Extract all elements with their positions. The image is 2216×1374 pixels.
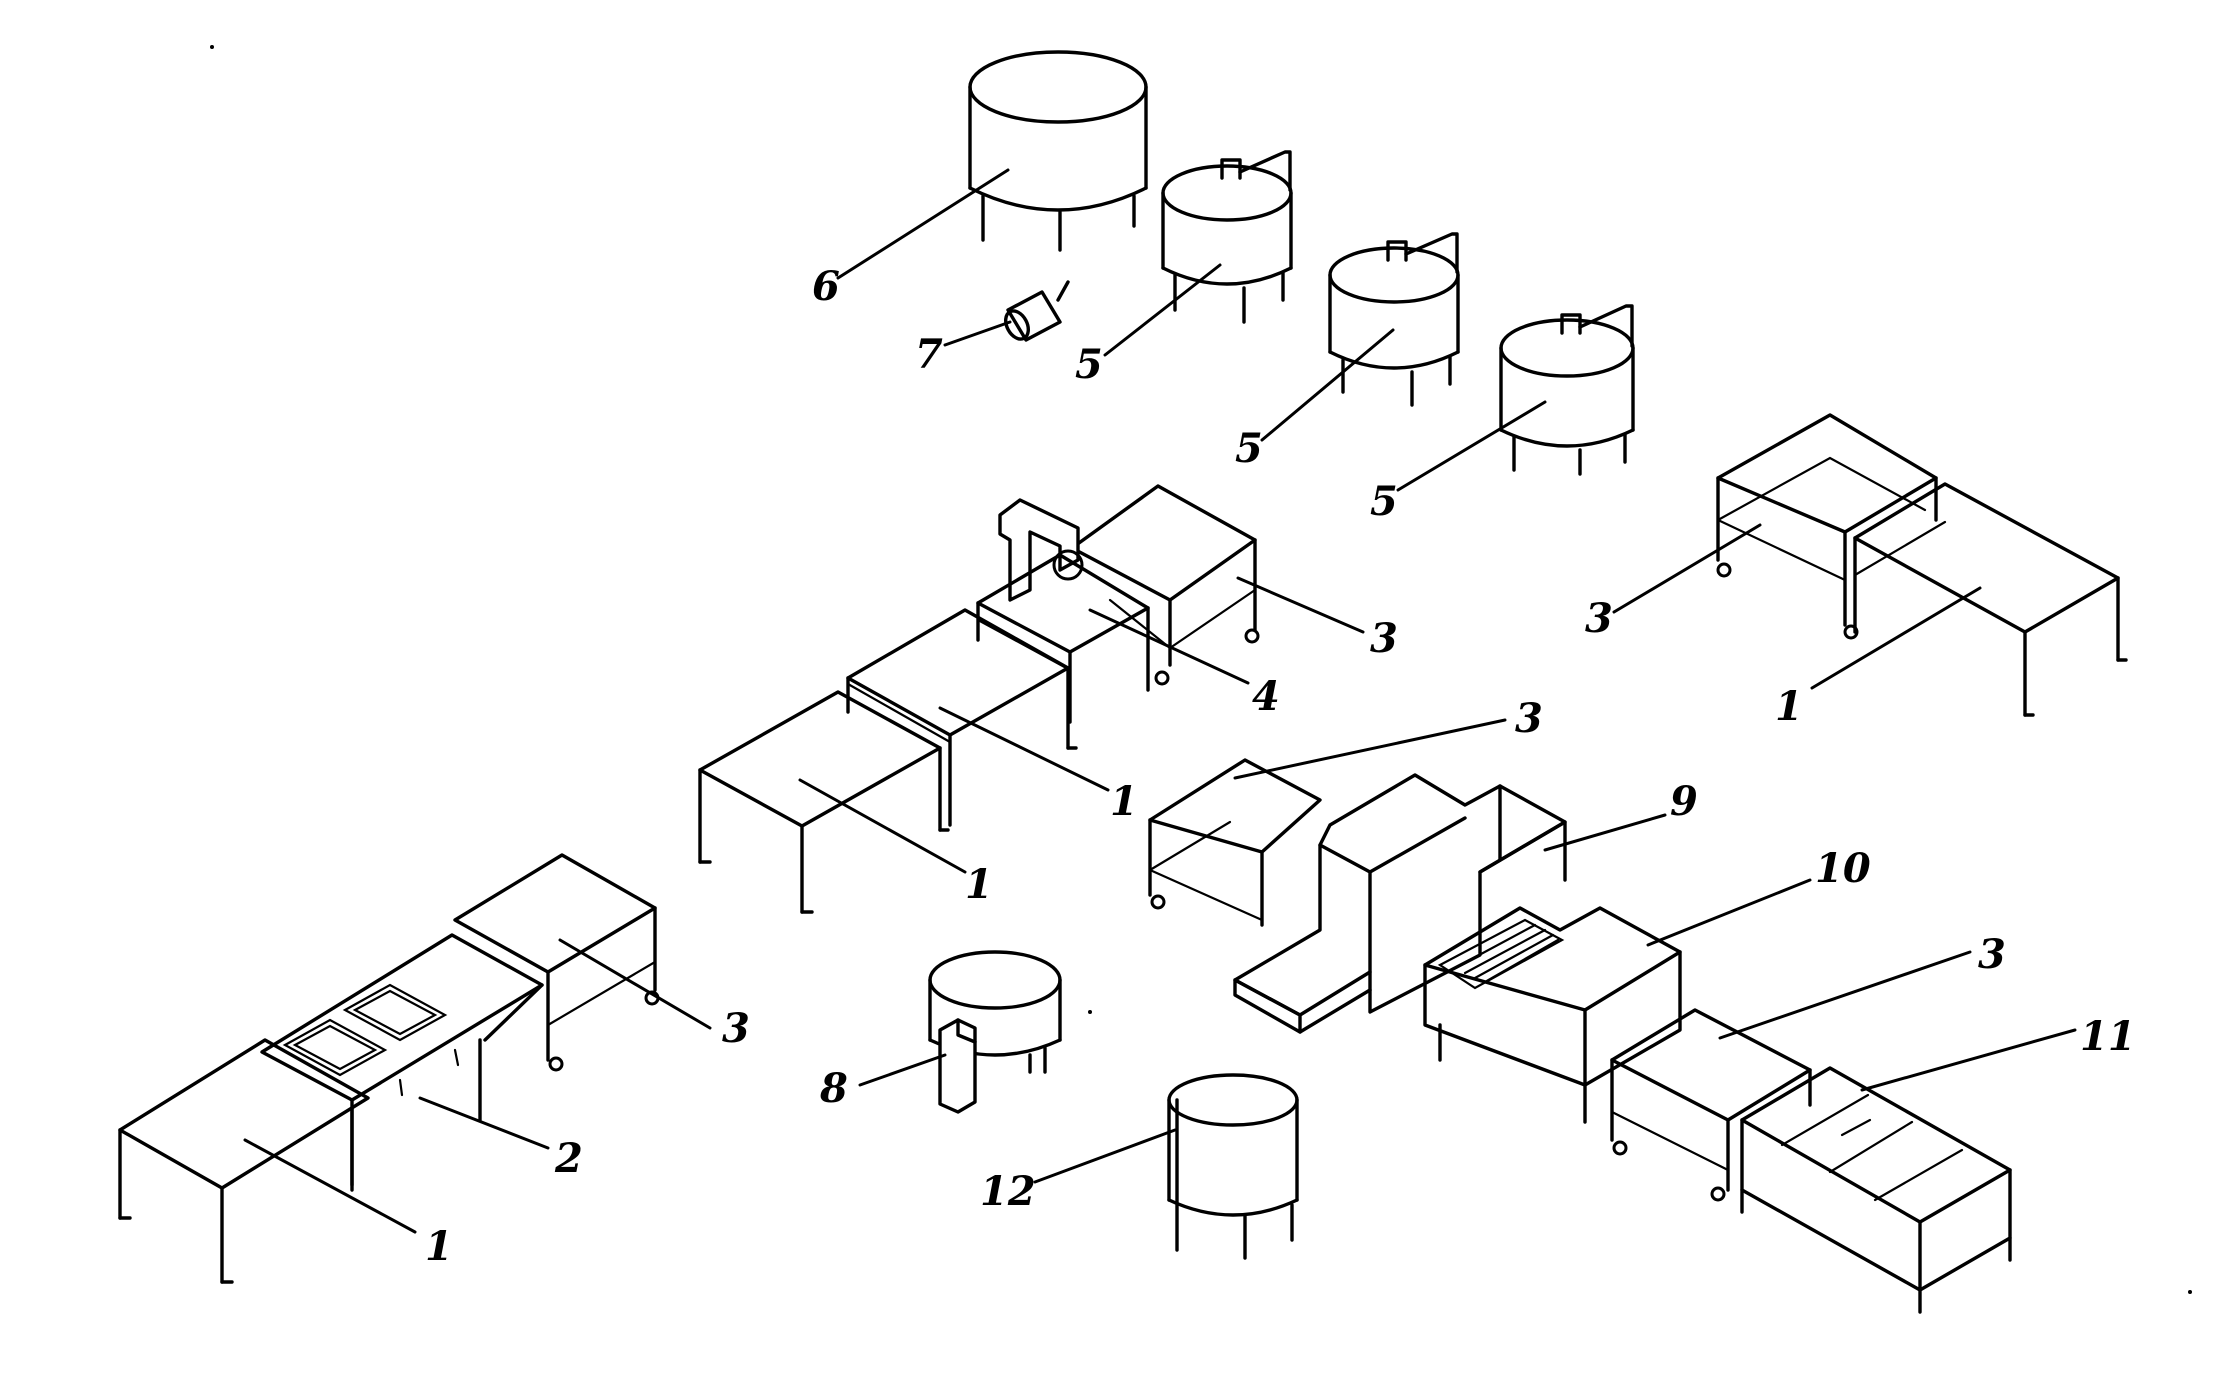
label-kettle-1: 5 <box>1075 341 1103 388</box>
label-kettle-2: 5 <box>1235 425 1263 472</box>
label-table-top-right: 1 <box>1775 683 1803 730</box>
vessel-8 <box>928 950 1062 1114</box>
box-11 <box>1740 1066 2012 1314</box>
label-vessel-8: 8 <box>819 1065 848 1112</box>
label-table-lower-left: 1 <box>425 1223 453 1270</box>
leader-lines <box>243 168 2077 1234</box>
label-slicer-table: 4 <box>1252 673 1280 720</box>
label-cart-lower-right: 3 <box>1978 931 2006 978</box>
label-cart-with-slicer: 3 <box>1370 615 1398 662</box>
label-vessel-12: 12 <box>980 1168 1036 1215</box>
slicer-table <box>976 553 1150 724</box>
label-box-11: 11 <box>2080 1013 2136 1060</box>
label-sink-table: 2 <box>554 1135 583 1182</box>
kettle-2 <box>1328 232 1460 407</box>
table-mid-2 <box>698 690 950 914</box>
label-pump: 7 <box>915 331 943 378</box>
table-top-right <box>1853 482 2128 717</box>
machine-10 <box>1423 906 1682 1124</box>
labels: 6 7 5 5 5 3 4 3 1 1 1 3 9 10 3 11 3 2 1 … <box>425 263 2136 1270</box>
cart-lower-left <box>453 853 660 1072</box>
kettle-1 <box>1161 150 1293 324</box>
cart-lower-right <box>1610 1008 1812 1202</box>
label-machine-9: 9 <box>1670 778 1698 825</box>
kettle-3 <box>1499 304 1635 476</box>
label-tank-large: 6 <box>812 263 840 310</box>
pump <box>1004 280 1070 342</box>
label-table-mid-2: 1 <box>965 861 993 908</box>
table-lower-left <box>118 1038 370 1284</box>
cart-top-right <box>1716 413 1938 640</box>
label-machine-10: 10 <box>1815 845 1871 892</box>
cart-at-machine <box>1148 758 1322 927</box>
label-cart-at-machine: 3 <box>1515 695 1543 742</box>
sink-table <box>260 933 544 1187</box>
large-tank <box>968 50 1148 252</box>
label-cart-top-right: 3 <box>1585 595 1613 642</box>
vessel-12 <box>1167 1073 1299 1260</box>
label-kettle-3: 5 <box>1370 478 1398 525</box>
machine-9 <box>1233 773 1567 1034</box>
cart-with-slicer <box>1070 484 1260 686</box>
slicer <box>998 498 1084 602</box>
label-table-mid-1: 1 <box>1110 778 1138 825</box>
table-mid-1 <box>846 608 1078 827</box>
label-cart-lower-left: 3 <box>722 1005 750 1052</box>
